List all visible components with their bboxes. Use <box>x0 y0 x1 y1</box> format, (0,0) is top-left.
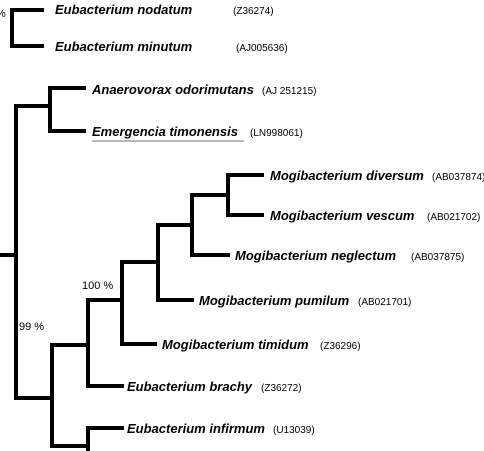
accession-label-emergencia: (LN998061) <box>250 128 303 139</box>
branch-infirmum <box>50 426 124 451</box>
accession-label-diversum: (AB037874) <box>432 172 484 183</box>
tree-branches <box>0 8 264 451</box>
branch-neglectum-node <box>156 193 230 257</box>
taxon-label-timidum: Mogibacterium timidum <box>162 337 309 352</box>
branch-diversum-vescum-node <box>190 173 264 217</box>
accession-label-brachy: (Z36272) <box>261 383 302 394</box>
branch-main-clade <box>14 343 54 448</box>
accession-label-minutum: (AJ005636) <box>236 43 288 54</box>
accession-label-pumilum: (AB021701) <box>358 297 411 308</box>
accession-label-neglectum: (AB037875) <box>411 252 464 263</box>
cropped-support-label: % <box>0 8 6 20</box>
taxon-label-nodatum: Eubacterium nodatum <box>55 2 193 17</box>
taxon-label-minutum: Eubacterium minutum <box>55 39 193 54</box>
taxon-label-diversum: Mogibacterium diversum <box>270 168 424 183</box>
support-label-99: 99 % <box>19 321 44 333</box>
branch-nodatum-minutum-clade <box>10 8 44 48</box>
taxon-label-vescum: Mogibacterium vescum <box>270 208 415 223</box>
accession-label-infirmum: (U13039) <box>273 425 315 436</box>
taxon-label-emergencia: Emergencia timonensis <box>92 124 238 139</box>
taxon-label-pumilum: Mogibacterium pumilum <box>199 293 350 308</box>
taxon-label-neglectum: Mogibacterium neglectum <box>235 248 397 263</box>
branch-anaerovorax-emergencia-clade <box>14 86 86 133</box>
taxon-label-anaerovorax: Anaerovorax odorimutans <box>91 82 254 97</box>
accession-label-timidum: (Z36296) <box>320 341 361 352</box>
branch-99-node <box>50 298 124 388</box>
taxon-label-infirmum: Eubacterium infirmum <box>127 421 265 436</box>
taxon-label-brachy: Eubacterium brachy <box>127 379 253 394</box>
branch-pumilum-node <box>120 223 194 302</box>
support-label-100: 100 % <box>82 280 113 292</box>
accession-label-nodatum: (Z36274) <box>233 6 274 17</box>
accession-label-anaerovorax: (AJ 251215) <box>262 86 316 97</box>
accession-label-vescum: (AB021702) <box>427 212 480 223</box>
branch-100-node <box>86 260 157 346</box>
